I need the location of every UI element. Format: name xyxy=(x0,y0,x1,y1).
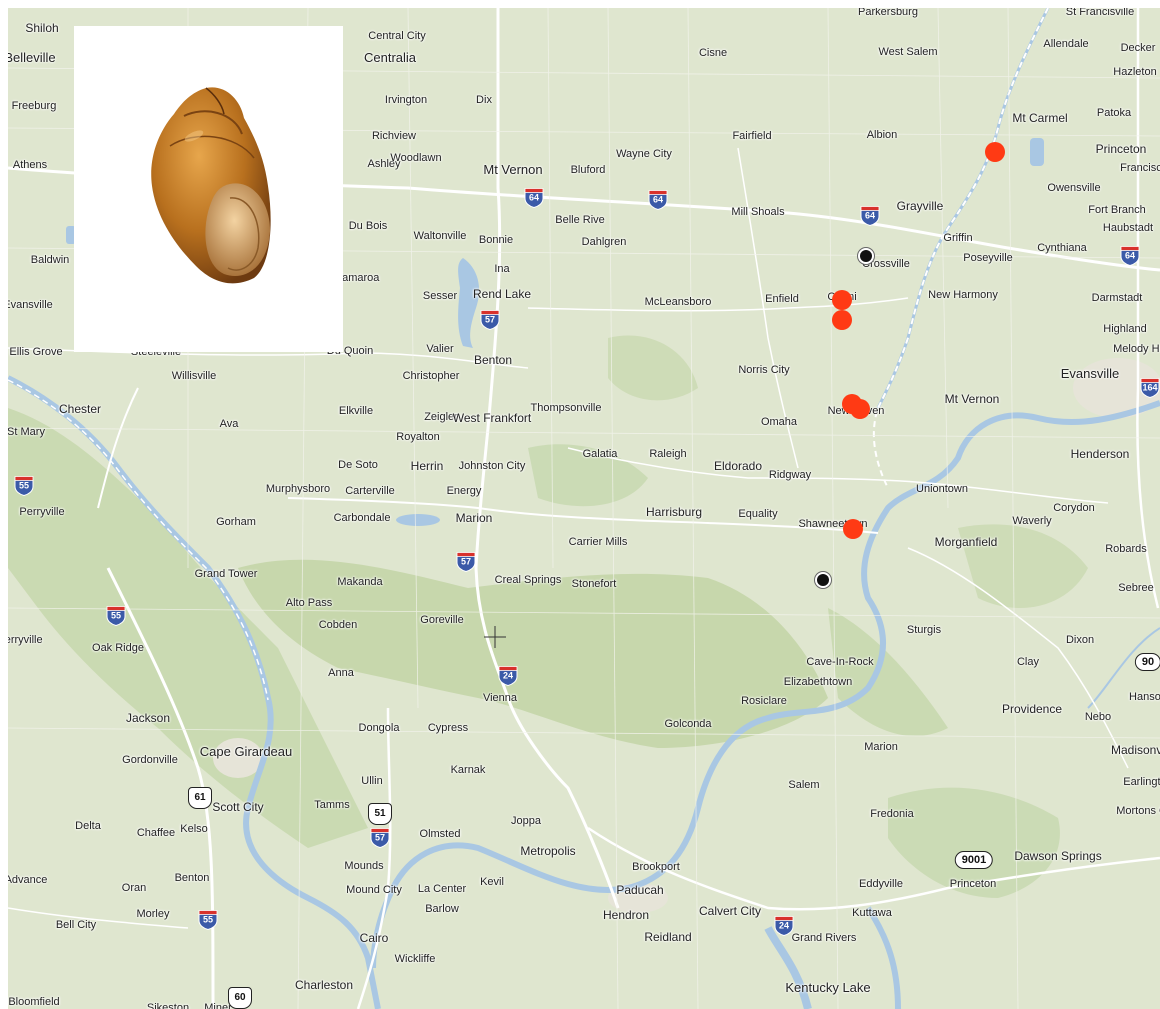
interstate-shield-icon: 55 xyxy=(105,605,127,632)
us-highway-shield-icon: 60 xyxy=(228,987,252,1009)
interstate-shield-icon: 64 xyxy=(859,205,881,232)
interstate-number: 57 xyxy=(460,556,471,567)
interstate-number: 164 xyxy=(1142,382,1158,393)
interstate-number: 55 xyxy=(202,914,213,925)
interstate-shield-icon: 64 xyxy=(1119,245,1141,272)
state-route-shield-icon: 90 xyxy=(1134,653,1160,671)
snail-shell-icon xyxy=(151,87,271,284)
interstate-number: 64 xyxy=(652,194,663,205)
interstate-shield-icon: 57 xyxy=(369,827,391,854)
interstate-number: 64 xyxy=(1124,250,1135,261)
interstate-number: 64 xyxy=(864,210,875,221)
interstate-number: 64 xyxy=(528,192,539,203)
interstate-shield-icon: 64 xyxy=(647,189,669,216)
interstate-shield-icon: 57 xyxy=(479,309,501,336)
interstate-number: 55 xyxy=(18,480,29,491)
interstate-number: 24 xyxy=(502,670,513,681)
interstate-shield-icon: 164 xyxy=(1139,377,1160,404)
occurrence-marker[interactable] xyxy=(832,290,852,310)
crosshair-icon xyxy=(484,626,506,648)
interstate-shield-icon: 55 xyxy=(197,909,219,936)
interstate-number: 57 xyxy=(374,832,385,843)
occurrence-marker[interactable] xyxy=(850,399,870,419)
interstate-shield-icon: 24 xyxy=(773,915,795,942)
state-route-shield-icon: 9001 xyxy=(954,851,994,869)
interstate-number: 57 xyxy=(484,314,495,325)
interstate-shield-icon: 64 xyxy=(523,187,545,214)
interstate-number: 24 xyxy=(778,920,789,931)
occurrence-marker[interactable] xyxy=(832,310,852,330)
specimen-marker[interactable] xyxy=(817,574,829,586)
specimen-marker[interactable] xyxy=(860,250,872,262)
occurrence-marker[interactable] xyxy=(843,519,863,539)
us-highway-shield-icon: 51 xyxy=(368,803,392,825)
snail-shell-photo xyxy=(74,26,343,352)
occurrence-marker[interactable] xyxy=(985,142,1005,162)
interstate-shield-icon: 57 xyxy=(455,551,477,578)
us-highway-shield-icon: 61 xyxy=(188,787,212,809)
interstate-shield-icon: 55 xyxy=(13,475,35,502)
interstate-number: 55 xyxy=(110,610,121,621)
interstate-shield-icon: 24 xyxy=(497,665,519,692)
